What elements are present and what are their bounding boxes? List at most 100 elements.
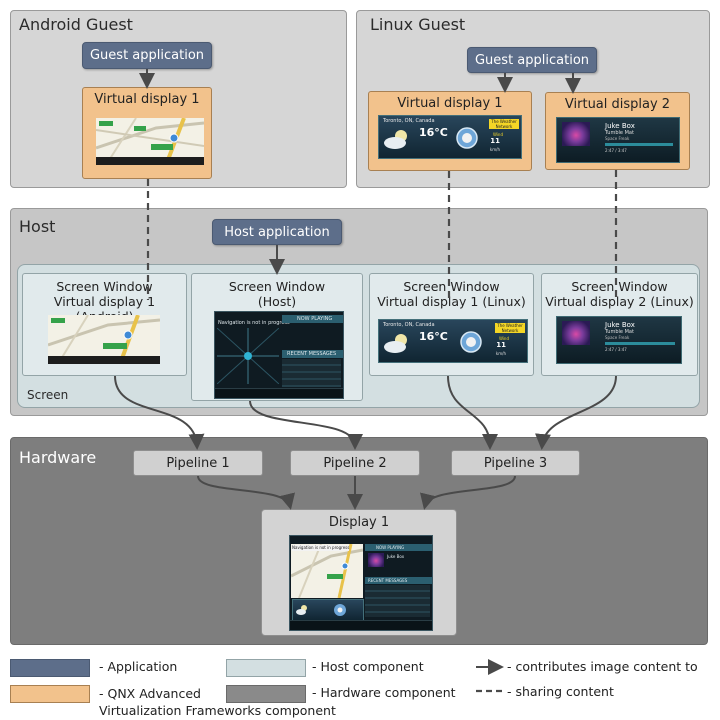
- linux-virtual-display-2-label: Virtual display 2: [564, 97, 671, 112]
- weather-temperature: 16°C: [419, 330, 448, 343]
- host-taskbar: [215, 388, 343, 398]
- compass-icon: [334, 604, 346, 616]
- host-recent-messages-label: RECENT MESSAGES: [287, 351, 337, 357]
- music-mirror: Juke Box Tumble Mat Space Freak 2:47 / 3…: [556, 316, 682, 364]
- display-composited-output: Navigation is not in progress NOW PLAYIN…: [289, 535, 433, 631]
- weather-wind-label: Wind: [498, 336, 509, 341]
- music-album: Space Freak: [605, 136, 630, 141]
- legend-application-swatch: [10, 659, 90, 677]
- map-status-bar: [48, 356, 160, 364]
- weather-thumbnail: Toronto, ON, Canada 16°C The Weather Net…: [378, 115, 522, 159]
- linux-virtual-display-1: Virtual display 1 Toronto, ON, Canada 16…: [368, 91, 532, 171]
- cloud-moon-icon: [384, 334, 407, 353]
- host-title: Host: [19, 217, 56, 236]
- display-message-list: [365, 585, 430, 617]
- linux-guest-application: Guest application: [467, 47, 597, 73]
- display-now-playing-header: [365, 544, 432, 551]
- weather-city: Toronto, ON, Canada: [383, 118, 435, 124]
- music-title: Juke Box: [605, 321, 635, 329]
- weather-wind-label: Wind: [492, 132, 503, 137]
- screen-window-host-label: Screen Window (Host): [228, 279, 326, 309]
- legend-application-label: - Application: [99, 659, 178, 674]
- music-progress-bar: [605, 342, 675, 345]
- display-album-art: [368, 553, 384, 567]
- pipeline-3: Pipeline 3: [451, 450, 580, 476]
- pipeline-1: Pipeline 1: [133, 450, 263, 476]
- display-recent-messages-label: RECENT MESSAGES: [368, 578, 408, 583]
- music-album: Space Freak: [605, 335, 630, 340]
- linux-virtual-display-2: Virtual display 2 Juke Box Tumble Mat Sp…: [545, 92, 690, 170]
- pipeline-2: Pipeline 2: [290, 450, 420, 476]
- legend-host-label: - Host component: [312, 659, 424, 674]
- screen-window-linux-2-label: Screen Window Virtual display 2 (Linux): [545, 279, 694, 309]
- music-subtitle: Tumble Mat: [605, 329, 634, 335]
- music-title: Juke Box: [605, 122, 635, 130]
- hardware-title: Hardware: [19, 448, 97, 467]
- album-art: [562, 122, 590, 146]
- compass-icon: [456, 127, 478, 149]
- linux-virtual-display-1-label: Virtual display 1: [397, 96, 503, 111]
- display-recent-messages-header: [365, 577, 432, 584]
- screen-window-linux-2: Screen Window Virtual display 2 (Linux) …: [541, 273, 698, 376]
- display-1-label: Display 1: [328, 515, 390, 530]
- weather-mirror: Toronto, ON, Canada 16°C The Weather Net…: [378, 319, 528, 363]
- display-1: Display 1 Navigation is not in progress: [261, 509, 457, 636]
- navigation-grid-icon: [217, 328, 279, 384]
- music-thumbnail: Juke Box Tumble Mat Space Freak 2:47 / 3…: [556, 117, 680, 163]
- android-guest-application: Guest application: [82, 42, 212, 69]
- map-status-bar: [96, 157, 204, 165]
- arrow-pipeline-3-to-display: [420, 475, 516, 510]
- android-map-thumbnail: [96, 118, 204, 165]
- display-map-region: [291, 544, 363, 598]
- display-weather-region: [292, 599, 364, 621]
- legend-hardware-swatch: [226, 685, 306, 703]
- weather-provider-badge: The Weather Network: [495, 323, 525, 333]
- compass-icon: [460, 331, 482, 353]
- music-time: 2:47 / 3:47: [605, 148, 627, 153]
- weather-temperature: 16°C: [419, 126, 448, 139]
- music-time: 2:47 / 3:47: [605, 347, 627, 352]
- host-now-playing-label: NOW PLAYING: [297, 316, 333, 322]
- display-taskbar: [290, 620, 432, 630]
- screen-window-linux-1: Screen Window Virtual display 1 (Linux) …: [369, 273, 534, 376]
- legend-contributes-label: - contributes image content to: [507, 659, 698, 674]
- linux-guest-title: Linux Guest: [370, 15, 466, 34]
- android-virtual-display-1-label: Virtual display 1: [94, 92, 200, 107]
- host-application: Host application: [212, 219, 342, 245]
- legend-qnx-swatch: [10, 685, 90, 703]
- host-recent-messages-header: [282, 350, 343, 358]
- display-navigation-status: Navigation is not in progress: [292, 545, 350, 551]
- weather-provider-badge: The Weather Network: [489, 119, 519, 129]
- legend-host-swatch: [226, 659, 306, 677]
- arrow-window-host-to-pipeline-2: [249, 400, 363, 450]
- screen-window-host: Screen Window (Host) Navigation is not i…: [191, 273, 363, 401]
- host-ui-thumbnail: Navigation is not in progress NOW PLAYIN…: [214, 311, 344, 399]
- android-guest-title: Android Guest: [19, 15, 133, 34]
- display-now-playing-label: NOW PLAYING: [376, 545, 405, 550]
- arrow-window-linux1-to-pipeline-3: [447, 375, 498, 450]
- screen-window-android: Screen Window Virtual display 1 (Android…: [22, 273, 187, 376]
- legend-qnx-label: - QNX Advanced Virtualization Frameworks…: [99, 686, 336, 718]
- weather-wind-unit: km/h: [489, 147, 500, 152]
- cloud-moon-icon: [384, 130, 407, 149]
- host-message-list: [282, 359, 341, 387]
- host-now-playing-header: [282, 315, 343, 323]
- arrow-window-linux2-to-pipeline-3: [535, 375, 617, 450]
- album-art: [562, 321, 590, 345]
- screen-window-linux-1-label: Screen Window Virtual display 1 (Linux): [377, 279, 526, 309]
- android-map-mirror: [48, 315, 160, 364]
- legend-sharing-label: - sharing content: [507, 684, 614, 699]
- arrow-pipeline-1-to-display: [197, 475, 295, 510]
- arrow-window-android-to-pipeline-1: [114, 375, 205, 450]
- display-music-title: Juke Box: [387, 554, 405, 559]
- legend-hardware-label: - Hardware component: [312, 685, 456, 700]
- weather-city: Toronto, ON, Canada: [383, 322, 435, 328]
- music-subtitle: Tumble Mat: [605, 130, 634, 136]
- screen-label: Screen: [27, 388, 69, 402]
- music-progress-bar: [605, 143, 673, 146]
- weather-wind-value: 11: [496, 341, 506, 349]
- map-roads-icon: [48, 315, 160, 364]
- weather-wind-value: 11: [490, 137, 500, 145]
- cloud-moon-icon: [296, 605, 307, 615]
